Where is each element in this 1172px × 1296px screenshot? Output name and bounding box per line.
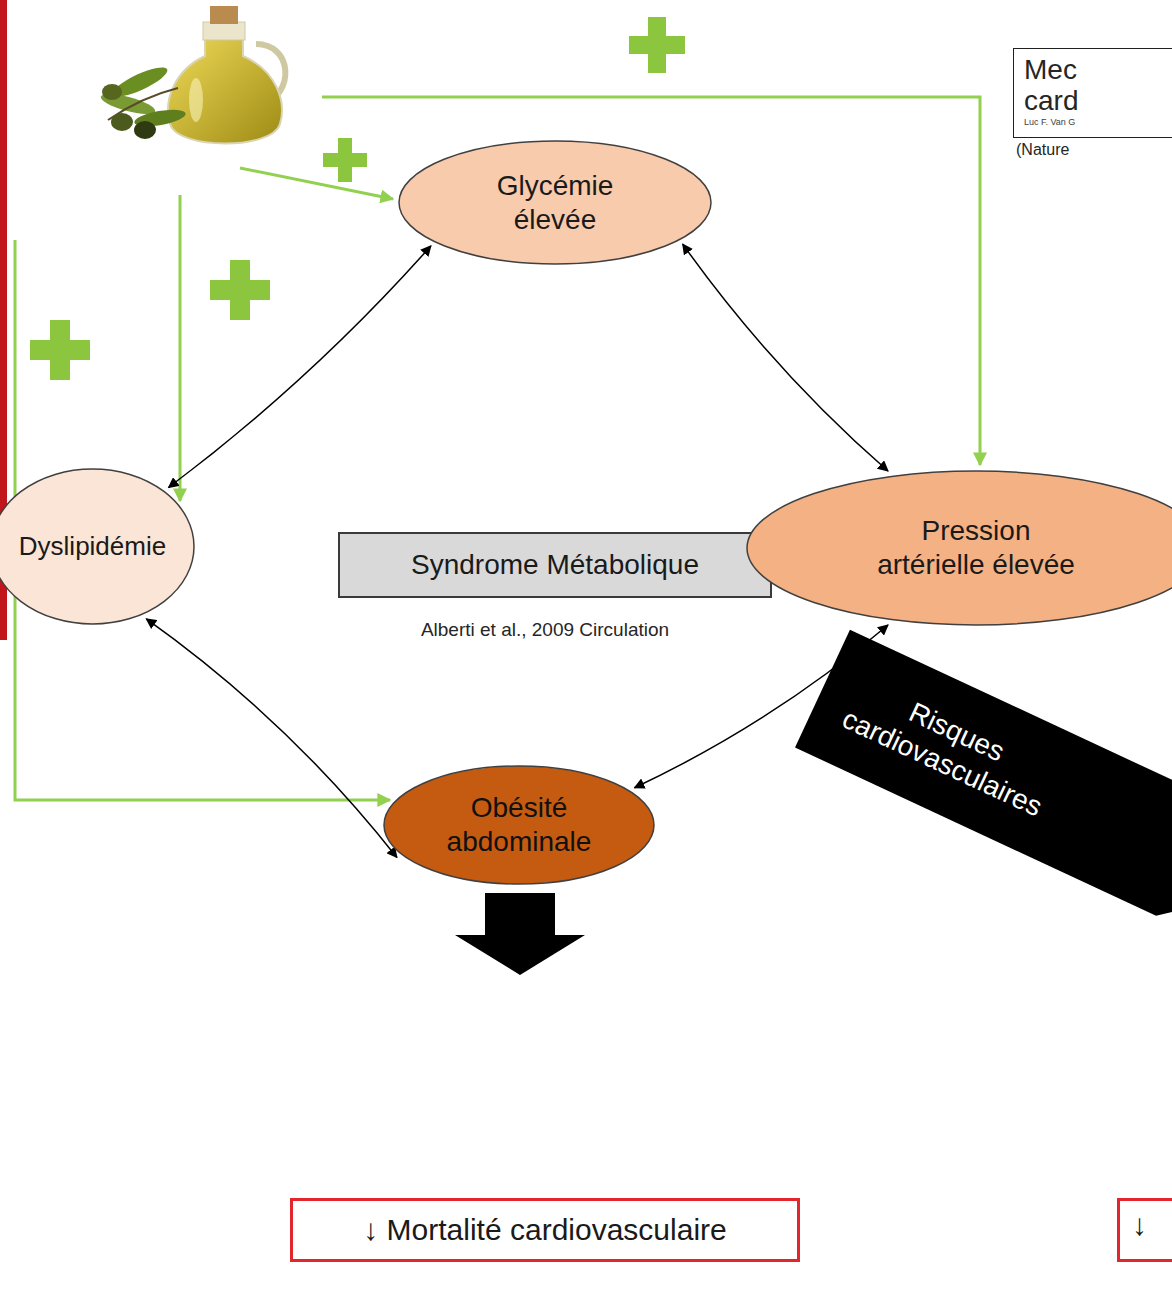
node-content: Risques cardiovasculaires [795,630,1172,951]
outcome-box: ↓ [1117,1198,1172,1262]
node-content: Mec cardLuc F. Van G [1014,49,1172,137]
arrow-outline [795,630,1172,951]
node-content: Obésité abdominale [383,765,655,885]
node-label: Mec card [1024,55,1078,117]
risk-arrow: Risques cardiovasculaires [795,630,1172,951]
ellipse-node: Dyslipidémie [0,468,195,625]
node-label: Dyslipidémie [19,531,166,562]
node-content: ↓ [1120,1201,1172,1259]
node-label: Risques cardiovasculaires [826,667,1072,829]
ellipse-outline [747,471,1172,625]
double-arrow [683,244,888,471]
ellipse-shape [746,470,1172,626]
citation-note: (Nature [1016,140,1069,159]
node-label: Glycémie élevée [490,169,620,236]
node-content: ↓ Mortalité cardiovasculaire [293,1201,797,1259]
node-label: ↓ Mortalité cardiovasculaire [363,1212,726,1248]
ellipse-node: Glycémie élevée [398,140,712,265]
plus-sign [30,17,685,380]
node-content: Syndrome Métabolique [340,534,770,596]
citation-box: Mec cardLuc F. Van G [1013,48,1172,138]
ellipse-shape [398,140,712,265]
node-content: Dyslipidémie [0,468,195,625]
node-sublabel: Luc F. Van G [1024,117,1075,128]
down-arrow [455,893,585,975]
double-arrow [169,246,431,488]
ellipse-shape [383,765,655,885]
node-label: Syndrome Métabolique [411,548,699,582]
node-content: Pression artérielle élevée [746,470,1172,626]
node-label: Pression artérielle élevée [871,514,1081,581]
ellipse-outline [384,766,654,884]
node-content: Glycémie élevée [398,140,712,265]
node-label: Obésité abdominale [444,791,594,858]
node-label: ↓ [1132,1207,1147,1243]
ellipse-node: Obésité abdominale [383,765,655,885]
citation-note: Alberti et al., 2009 Circulation [421,619,669,642]
double-arrow [146,619,397,858]
outcome-box: ↓ Mortalité cardiovasculaire [290,1198,800,1262]
title-box: Syndrome Métabolique [338,532,772,598]
ellipse-outline [0,469,194,624]
ellipse-node: Pression artérielle élevée [746,470,1172,626]
ellipse-outline [399,141,711,264]
olive-oil-illustration [99,6,285,144]
